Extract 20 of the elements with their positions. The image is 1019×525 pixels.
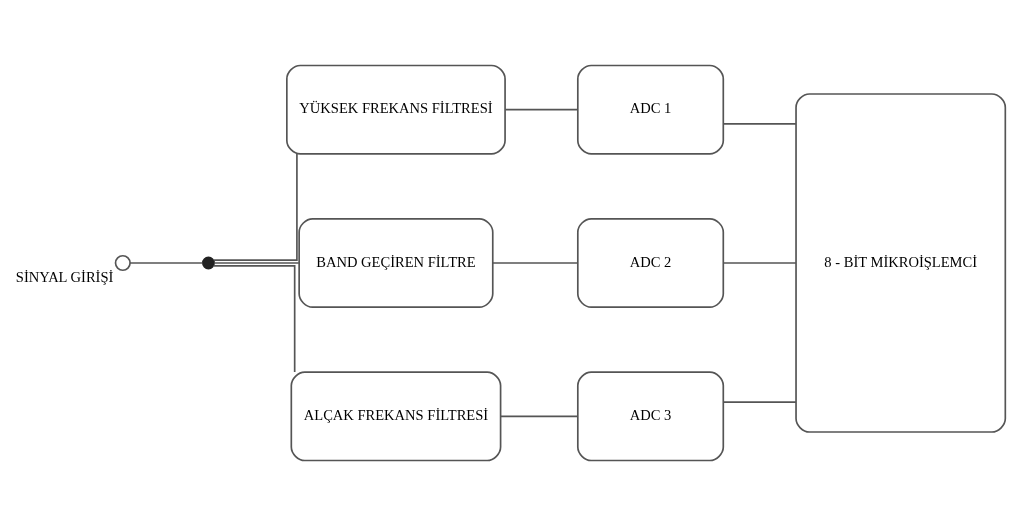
connector xyxy=(492,261,579,264)
node-box: ADC 3 xyxy=(576,370,725,461)
node-box: YÜKSEK FREKANS FİLTRESİ xyxy=(286,64,506,155)
connector xyxy=(213,261,300,264)
node-box: ALÇAK FREKANS FİLTRESİ xyxy=(290,370,502,461)
node-dot xyxy=(202,256,215,269)
connector xyxy=(499,415,579,417)
node-circle xyxy=(114,254,131,271)
node-box: 8 - BİT MİKROİŞLEMCİ xyxy=(795,92,1007,433)
connector xyxy=(722,122,797,125)
connector xyxy=(722,400,797,403)
connector xyxy=(212,152,298,261)
node-label: SİNYAL GİRİŞİ xyxy=(15,268,114,285)
node-box: ADC 2 xyxy=(576,217,725,308)
node-box: BAND GEÇİREN FİLTRE xyxy=(298,217,494,308)
node-box: ADC 1 xyxy=(576,64,725,155)
connector xyxy=(129,261,204,264)
connector xyxy=(504,108,579,111)
connector xyxy=(212,264,296,373)
connector xyxy=(722,261,797,264)
